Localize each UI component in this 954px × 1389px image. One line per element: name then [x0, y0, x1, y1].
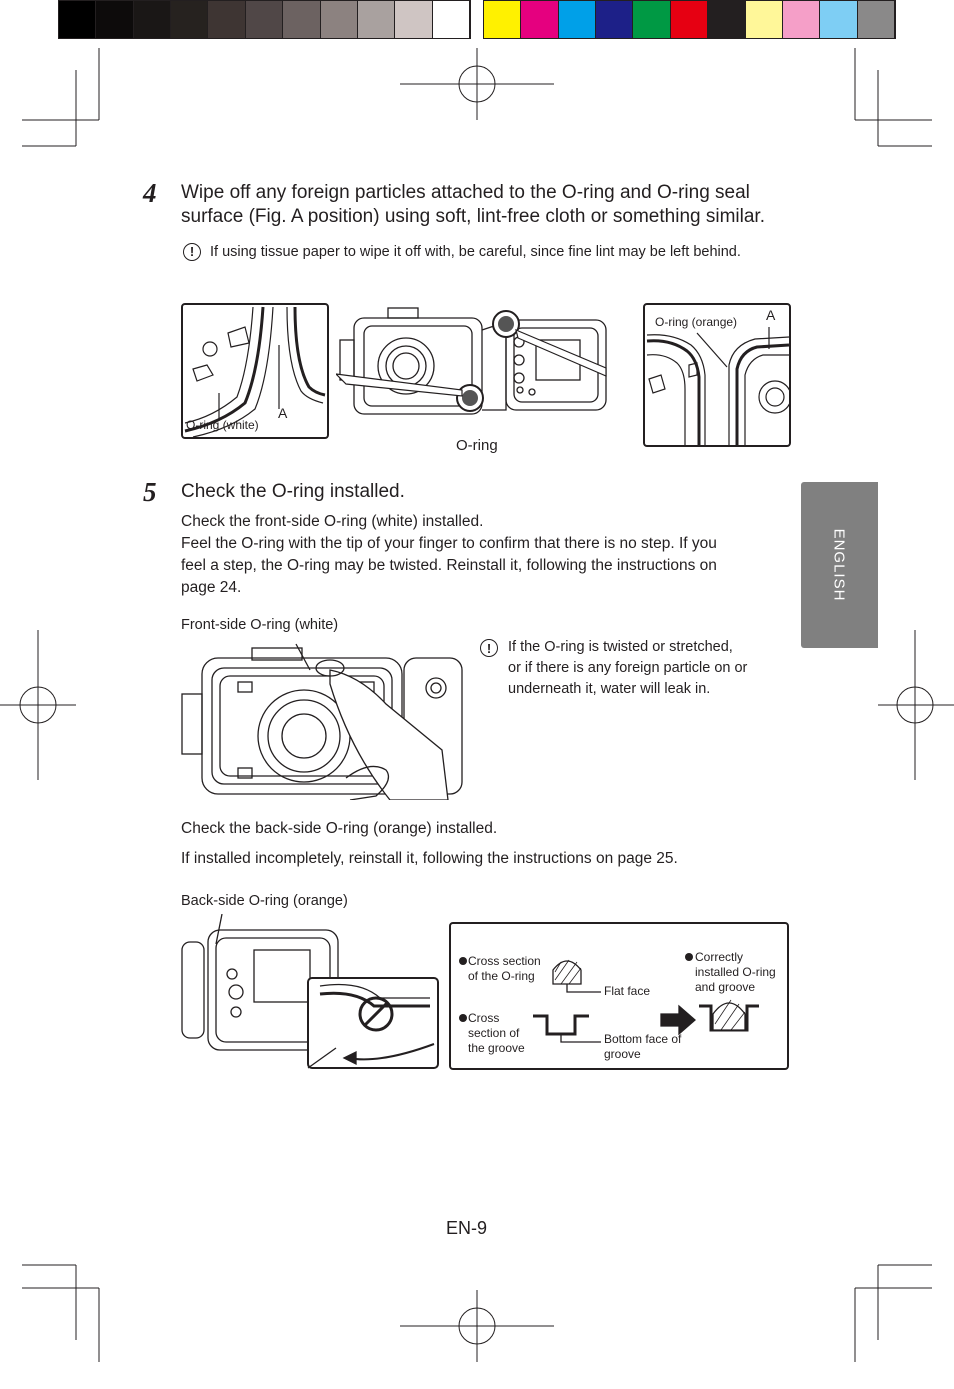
caution-note-line-2: or if there is any foreign particle on o… — [508, 660, 748, 676]
step-5-paragraph-2-line-3: page 24. — [181, 579, 242, 596]
gray-swatch — [208, 1, 246, 38]
step-5-number: 5 — [143, 477, 157, 507]
step-4-text-line-1: Wipe off any foreign particles attached … — [181, 182, 750, 203]
step-5-paragraph-1: Check the front-side O-ring (white) inst… — [181, 513, 484, 530]
color-swatch — [596, 1, 634, 38]
color-swatch — [708, 1, 746, 38]
cross-groove-line-2: section of — [468, 1026, 520, 1040]
color-calibration-bar — [483, 0, 896, 39]
oring-center-label: O-ring — [456, 437, 498, 454]
color-swatch — [857, 1, 895, 38]
front-oring-check-illustration — [181, 643, 463, 800]
bottom-face-line-2: groove — [604, 1047, 641, 1061]
caution-note-line-3: underneath it, water will leak in. — [508, 681, 711, 697]
color-swatch — [820, 1, 858, 38]
gray-swatch — [432, 1, 470, 38]
color-swatch — [633, 1, 671, 38]
grayscale-calibration-bar — [58, 0, 471, 39]
color-swatch — [745, 1, 783, 38]
color-swatch — [782, 1, 821, 38]
bottom-face-line-1: Bottom face of — [604, 1032, 682, 1046]
gray-swatch — [320, 1, 358, 38]
correct-line-3: and groove — [695, 980, 756, 994]
gray-swatch — [283, 1, 321, 38]
gray-swatch — [171, 1, 209, 38]
correct-line-1: Correctly — [695, 950, 744, 964]
step-5-heading: Check the O-ring installed. — [181, 481, 405, 502]
caution-icon: ! — [183, 243, 201, 261]
color-swatch — [484, 1, 522, 38]
position-a-right: A — [766, 307, 776, 323]
back-oring-label: Back-side O-ring (orange) — [181, 893, 348, 909]
back-oring-reinstall-text: If installed incompletely, reinstall it,… — [181, 850, 678, 867]
gray-swatch — [357, 1, 396, 38]
back-oring-check-illustration — [181, 914, 439, 1069]
gray-swatch — [96, 1, 134, 38]
oring-orange-closeup: O-ring (orange) A — [643, 303, 791, 447]
oring-white-closeup: O-ring (white) A — [181, 303, 329, 439]
gray-swatch — [59, 1, 97, 38]
gray-swatch — [133, 1, 172, 38]
housing-open-illustration — [336, 307, 607, 415]
correct-line-2: installed O-ring — [695, 965, 776, 979]
color-swatch — [521, 1, 559, 38]
step-5-paragraph-2-line-1: Feel the O-ring with the tip of your fin… — [181, 535, 717, 552]
step-4-text-line-2: surface (Fig. A position) using soft, li… — [181, 206, 765, 227]
cross-groove-line-3: the groove — [468, 1041, 525, 1055]
color-swatch — [670, 1, 709, 38]
gray-swatch — [395, 1, 433, 38]
step-4-note: ! If using tissue paper to wipe it off w… — [183, 242, 741, 262]
language-tab: ENGLISH — [801, 482, 878, 648]
back-oring-check-text: Check the back-side O-ring (orange) inst… — [181, 820, 498, 837]
gray-swatch — [245, 1, 284, 38]
position-a-left: A — [278, 405, 288, 421]
oring-white-label: O-ring (white) — [186, 418, 259, 432]
color-swatch — [558, 1, 597, 38]
cross-section-diagram: Cross section of the O-ring Flat face Cr… — [449, 922, 789, 1070]
cross-oring-line-1: Cross section — [468, 954, 541, 968]
flat-face-label: Flat face — [604, 984, 651, 998]
step-4-number: 4 — [143, 178, 157, 208]
cross-groove-line-1: Cross — [468, 1011, 500, 1025]
step-5-caution-note: ! If the O-ring is twisted or stretched,… — [480, 637, 747, 700]
language-tab-label: ENGLISH — [830, 528, 848, 602]
caution-icon: ! — [480, 639, 498, 657]
caution-note-line-1: If the O-ring is twisted or stretched, — [508, 639, 733, 655]
page-number: EN-9 — [446, 1218, 488, 1238]
oring-orange-label: O-ring (orange) — [655, 315, 738, 329]
front-oring-label: Front-side O-ring (white) — [181, 617, 339, 633]
step-4-note-text: If using tissue paper to wipe it off wit… — [210, 244, 741, 260]
cross-oring-line-2: of the O-ring — [468, 969, 535, 983]
step-5-paragraph-2-line-2: feel a step, the O-ring may be twisted. … — [181, 557, 717, 574]
